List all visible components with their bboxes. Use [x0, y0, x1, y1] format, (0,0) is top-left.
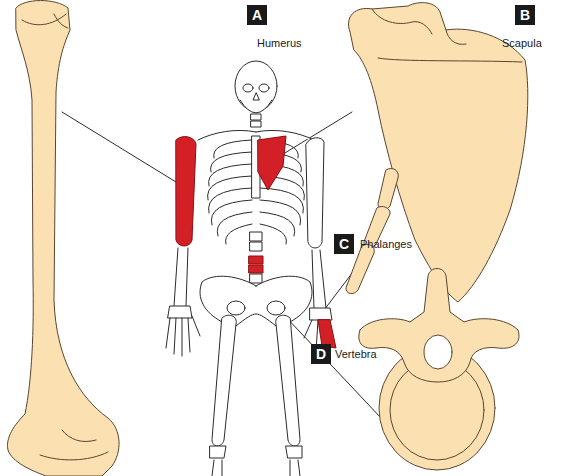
callout-node: CPhalanges: [334, 234, 354, 254]
callout-node: BScapula: [515, 5, 535, 25]
phalanges-drawing: [346, 168, 398, 293]
callout-letter: B: [515, 5, 535, 25]
leader-line: [62, 112, 176, 182]
bone-name: Phalanges: [360, 238, 412, 251]
callout-node: DVertebra: [311, 344, 331, 364]
callout-letter: A: [247, 5, 267, 25]
callout-letter: C: [334, 234, 354, 254]
bone-name: Humerus: [257, 37, 302, 50]
bone-name: Scapula: [502, 37, 542, 50]
bone-name: Vertebra: [335, 348, 377, 361]
humerus-drawing: [7, 1, 119, 476]
vertebra-drawing: [359, 269, 519, 471]
callout-node: AHumerus: [247, 5, 267, 25]
skeleton-figure: [166, 61, 336, 476]
scapula-drawing: [348, 3, 527, 302]
callout-letter: D: [311, 344, 331, 364]
